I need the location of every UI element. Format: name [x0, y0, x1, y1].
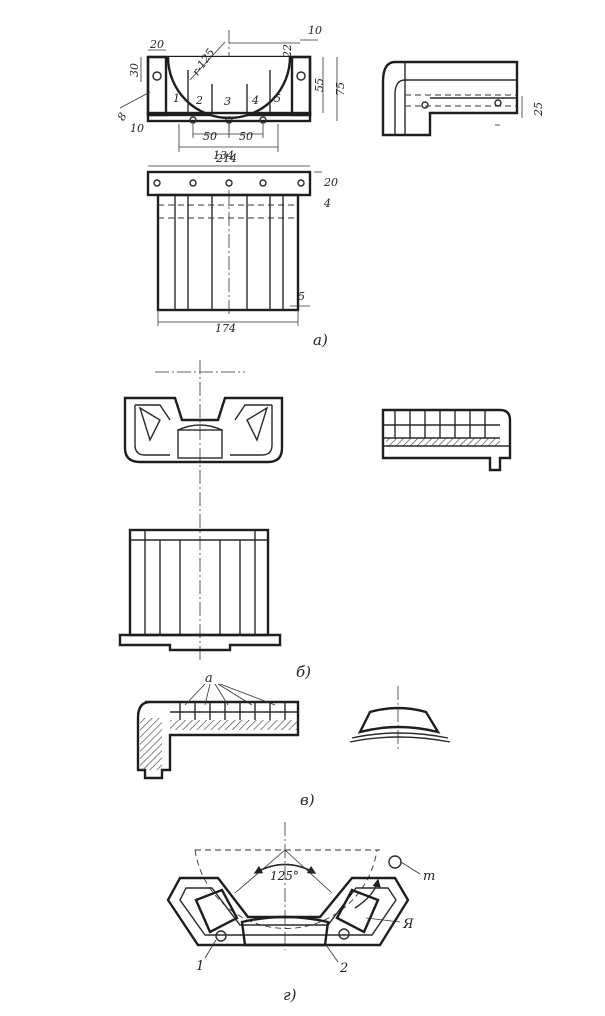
slot-number-1: 1 [173, 92, 180, 105]
dim-10-bottom: 10 [130, 122, 144, 135]
figure-g-caption: г) [283, 986, 297, 1004]
dim-30: 30 [128, 63, 141, 77]
label-1: 1 [196, 959, 204, 974]
figure-a-front-section: 1 2 3 4 5 20 r-125 22 10 30 55 75 [115, 24, 347, 162]
dim-20-right: 20 [323, 176, 338, 189]
figure-b-caption: б) [296, 663, 311, 681]
figure-a-side-view: 25 [381, 60, 545, 137]
dim-50-right: 50 [239, 130, 253, 143]
dim-174: 174 [215, 322, 236, 335]
figure-v: а в) [136, 671, 451, 809]
label-2: 2 [339, 961, 348, 976]
figure-a: 1 2 3 4 5 20 r-125 22 10 30 55 75 [115, 24, 545, 349]
figure-b-lower-view [118, 528, 282, 652]
figure-b: б) [118, 360, 512, 681]
dim-55: 55 [313, 78, 326, 92]
dim-8: 8 [115, 110, 130, 123]
dim-20-top: 20 [149, 38, 164, 51]
dim-25: 25 [532, 102, 545, 117]
slot-number-5: 5 [274, 92, 281, 105]
figure-a-top-view: 214 20 4 5 174 [146, 152, 338, 335]
dim-50-left: 50 [203, 130, 217, 143]
figure-b-mould-front [123, 396, 284, 464]
figure-a-caption: а) [313, 331, 328, 349]
label-a: а [205, 671, 213, 686]
dim-22: 22 [281, 44, 294, 59]
figure-g: 125° т Я 1 2 г) [166, 822, 435, 1004]
slot-number-4: 4 [251, 94, 259, 107]
figure-v-side-section: а [136, 671, 300, 780]
dim-10-top: 10 [308, 24, 322, 37]
slot-number-3: 3 [224, 95, 231, 108]
figure-v-segment [349, 686, 451, 752]
dim-75: 75 [334, 82, 347, 96]
dim-5: 5 [298, 290, 305, 303]
dim-214: 214 [215, 152, 237, 165]
dim-4: 4 [323, 197, 331, 210]
slot-number-2: 2 [195, 94, 203, 107]
figure-v-caption: в) [300, 791, 315, 809]
figure-g-mould [166, 855, 410, 947]
label-ya: Я [402, 917, 414, 932]
angle-125: 125° [270, 869, 299, 883]
dim-134: 134 [213, 149, 234, 162]
label-m: т [423, 869, 435, 884]
figure-b-side [381, 408, 512, 472]
